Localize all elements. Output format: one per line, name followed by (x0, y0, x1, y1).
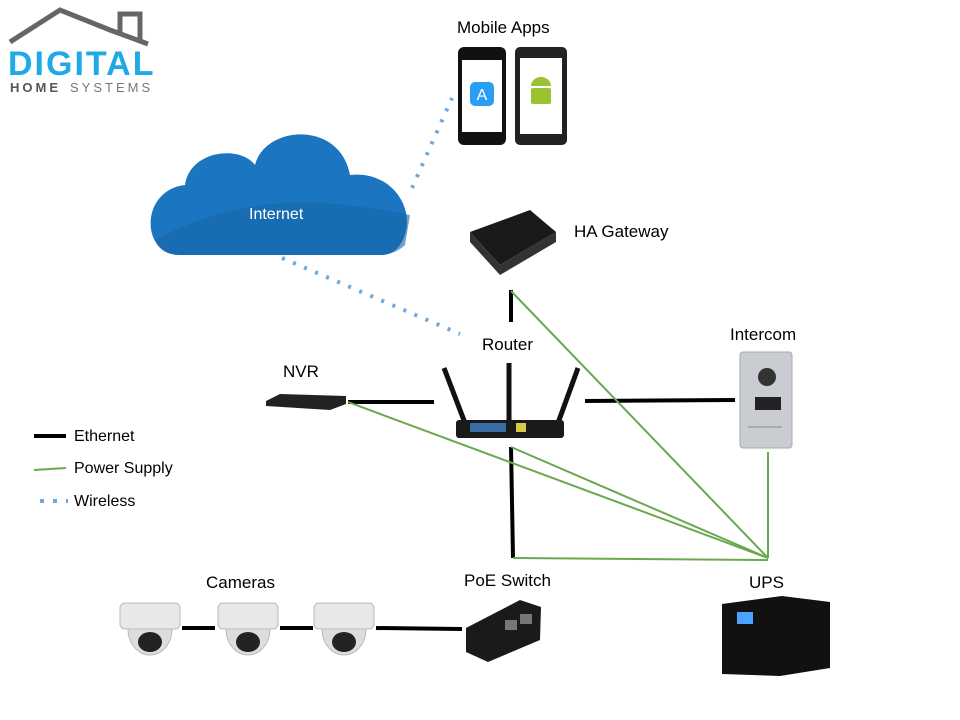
power-router-ups (510, 446, 769, 559)
wireless-link-internet-router (281, 256, 461, 336)
legend-power-swatch (33, 467, 67, 471)
intercom-label: Intercom (730, 325, 796, 344)
ha-gateway-label: HA Gateway (574, 222, 669, 241)
svg-text:A: A (477, 87, 488, 104)
cameras-label: Cameras (206, 573, 275, 592)
mobile-apps-label: Mobile Apps (457, 18, 550, 37)
intercom-icon (739, 351, 793, 449)
power-poe-ups (512, 557, 769, 561)
wireless-link-internet-mobile (410, 97, 454, 189)
legend-ethernet-label: Ethernet (74, 428, 135, 445)
ha-gateway-icon (470, 210, 556, 275)
ethernet-router-poe (509, 446, 515, 559)
camera-icon (313, 602, 375, 656)
ethernet-camera3-poe (375, 626, 463, 631)
legend: Ethernet Power Supply Wireless (33, 428, 173, 510)
nvr-label: NVR (283, 362, 319, 381)
ups-icon (722, 596, 830, 676)
logo: DIGITAL HOME SYSTEMS (8, 7, 155, 95)
poe-switch-icon (466, 600, 541, 662)
router-label: Router (482, 335, 533, 354)
poe-switch-label: PoE Switch (464, 571, 551, 590)
camera-icon (119, 602, 181, 656)
internet-label: Internet (249, 206, 304, 223)
nvr-icon (266, 394, 346, 410)
router-icon (441, 363, 581, 438)
power-gateway-ups (510, 290, 769, 559)
logo-tagline: SYSTEMS (70, 80, 153, 95)
camera-icon (217, 602, 279, 656)
iphone-icon: A (458, 47, 506, 145)
android-phone-icon (515, 47, 567, 145)
power-nvr-ups (347, 401, 769, 559)
internet-cloud-icon (150, 134, 410, 255)
ups-label: UPS (749, 573, 784, 592)
logo-tagline-bold: HOME (10, 80, 61, 95)
ethernet-router-intercom (584, 398, 736, 403)
legend-power-label: Power Supply (74, 460, 173, 477)
logo-brand: DIGITAL (8, 45, 155, 83)
legend-wireless-label: Wireless (74, 493, 135, 510)
